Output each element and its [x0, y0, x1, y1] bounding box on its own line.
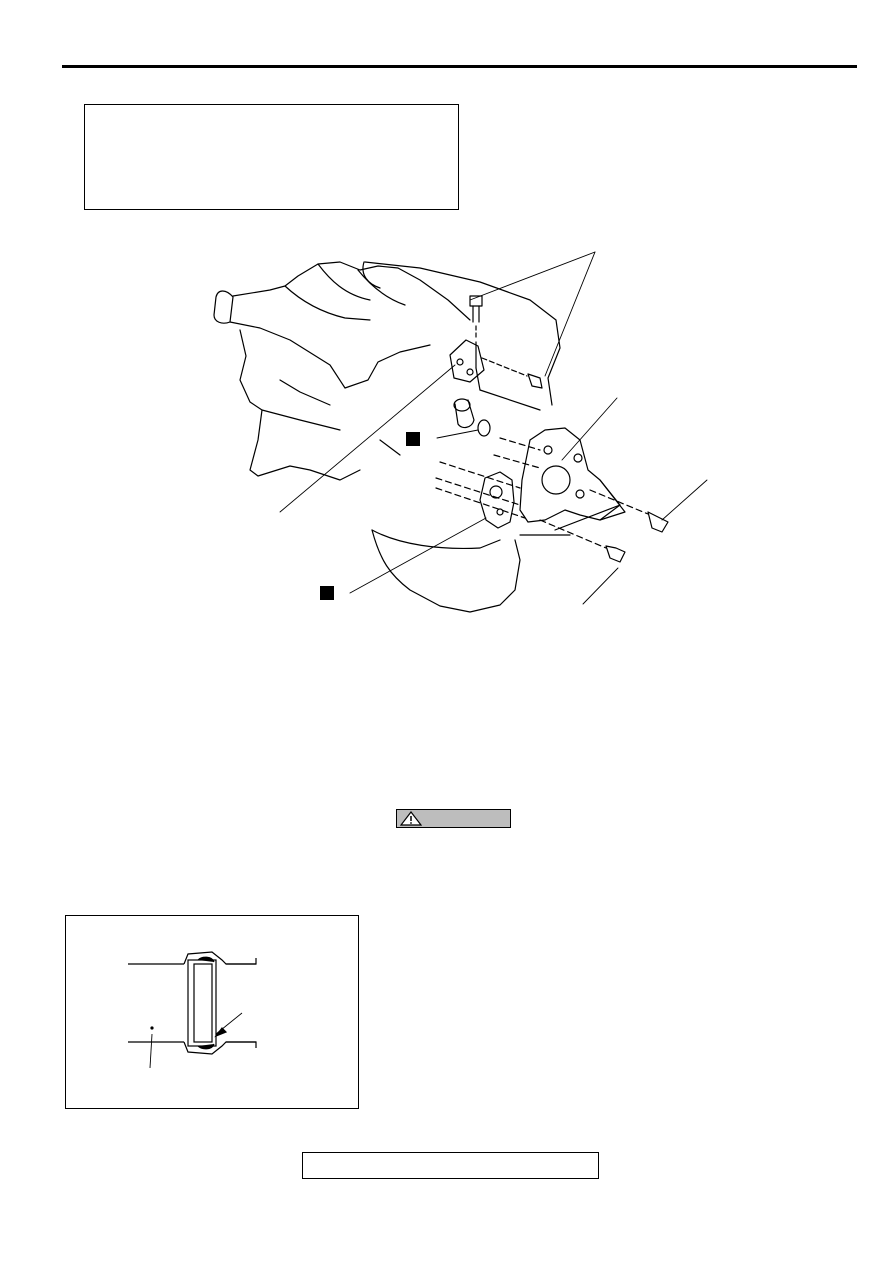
- bracket-drawing: [449, 295, 541, 411]
- seal-cross-section-drawing: [128, 951, 257, 1069]
- engine-block-drawing: [239, 329, 521, 613]
- warning-triangle-icon: [400, 811, 422, 826]
- water-pipe-drawing: [453, 398, 491, 437]
- reference-square-oring: [406, 432, 420, 446]
- caution-badge: [396, 809, 511, 828]
- pump-bolt-drawing: [605, 511, 669, 563]
- leader-lines: [279, 251, 708, 605]
- figure-code-box: [302, 1152, 599, 1179]
- water-pump-body-drawing: [519, 427, 626, 523]
- bolt-drawing: [481, 357, 543, 389]
- reference-square-gasket: [320, 586, 334, 600]
- header-rule: [62, 65, 857, 68]
- water-pump-diagram: [213, 251, 708, 613]
- seal-detail-figure: [65, 915, 359, 1109]
- intake-manifold-drawing: [213, 261, 561, 406]
- alignment-lines: [435, 437, 649, 549]
- info-box: [84, 104, 459, 210]
- gasket-drawing: [479, 471, 515, 529]
